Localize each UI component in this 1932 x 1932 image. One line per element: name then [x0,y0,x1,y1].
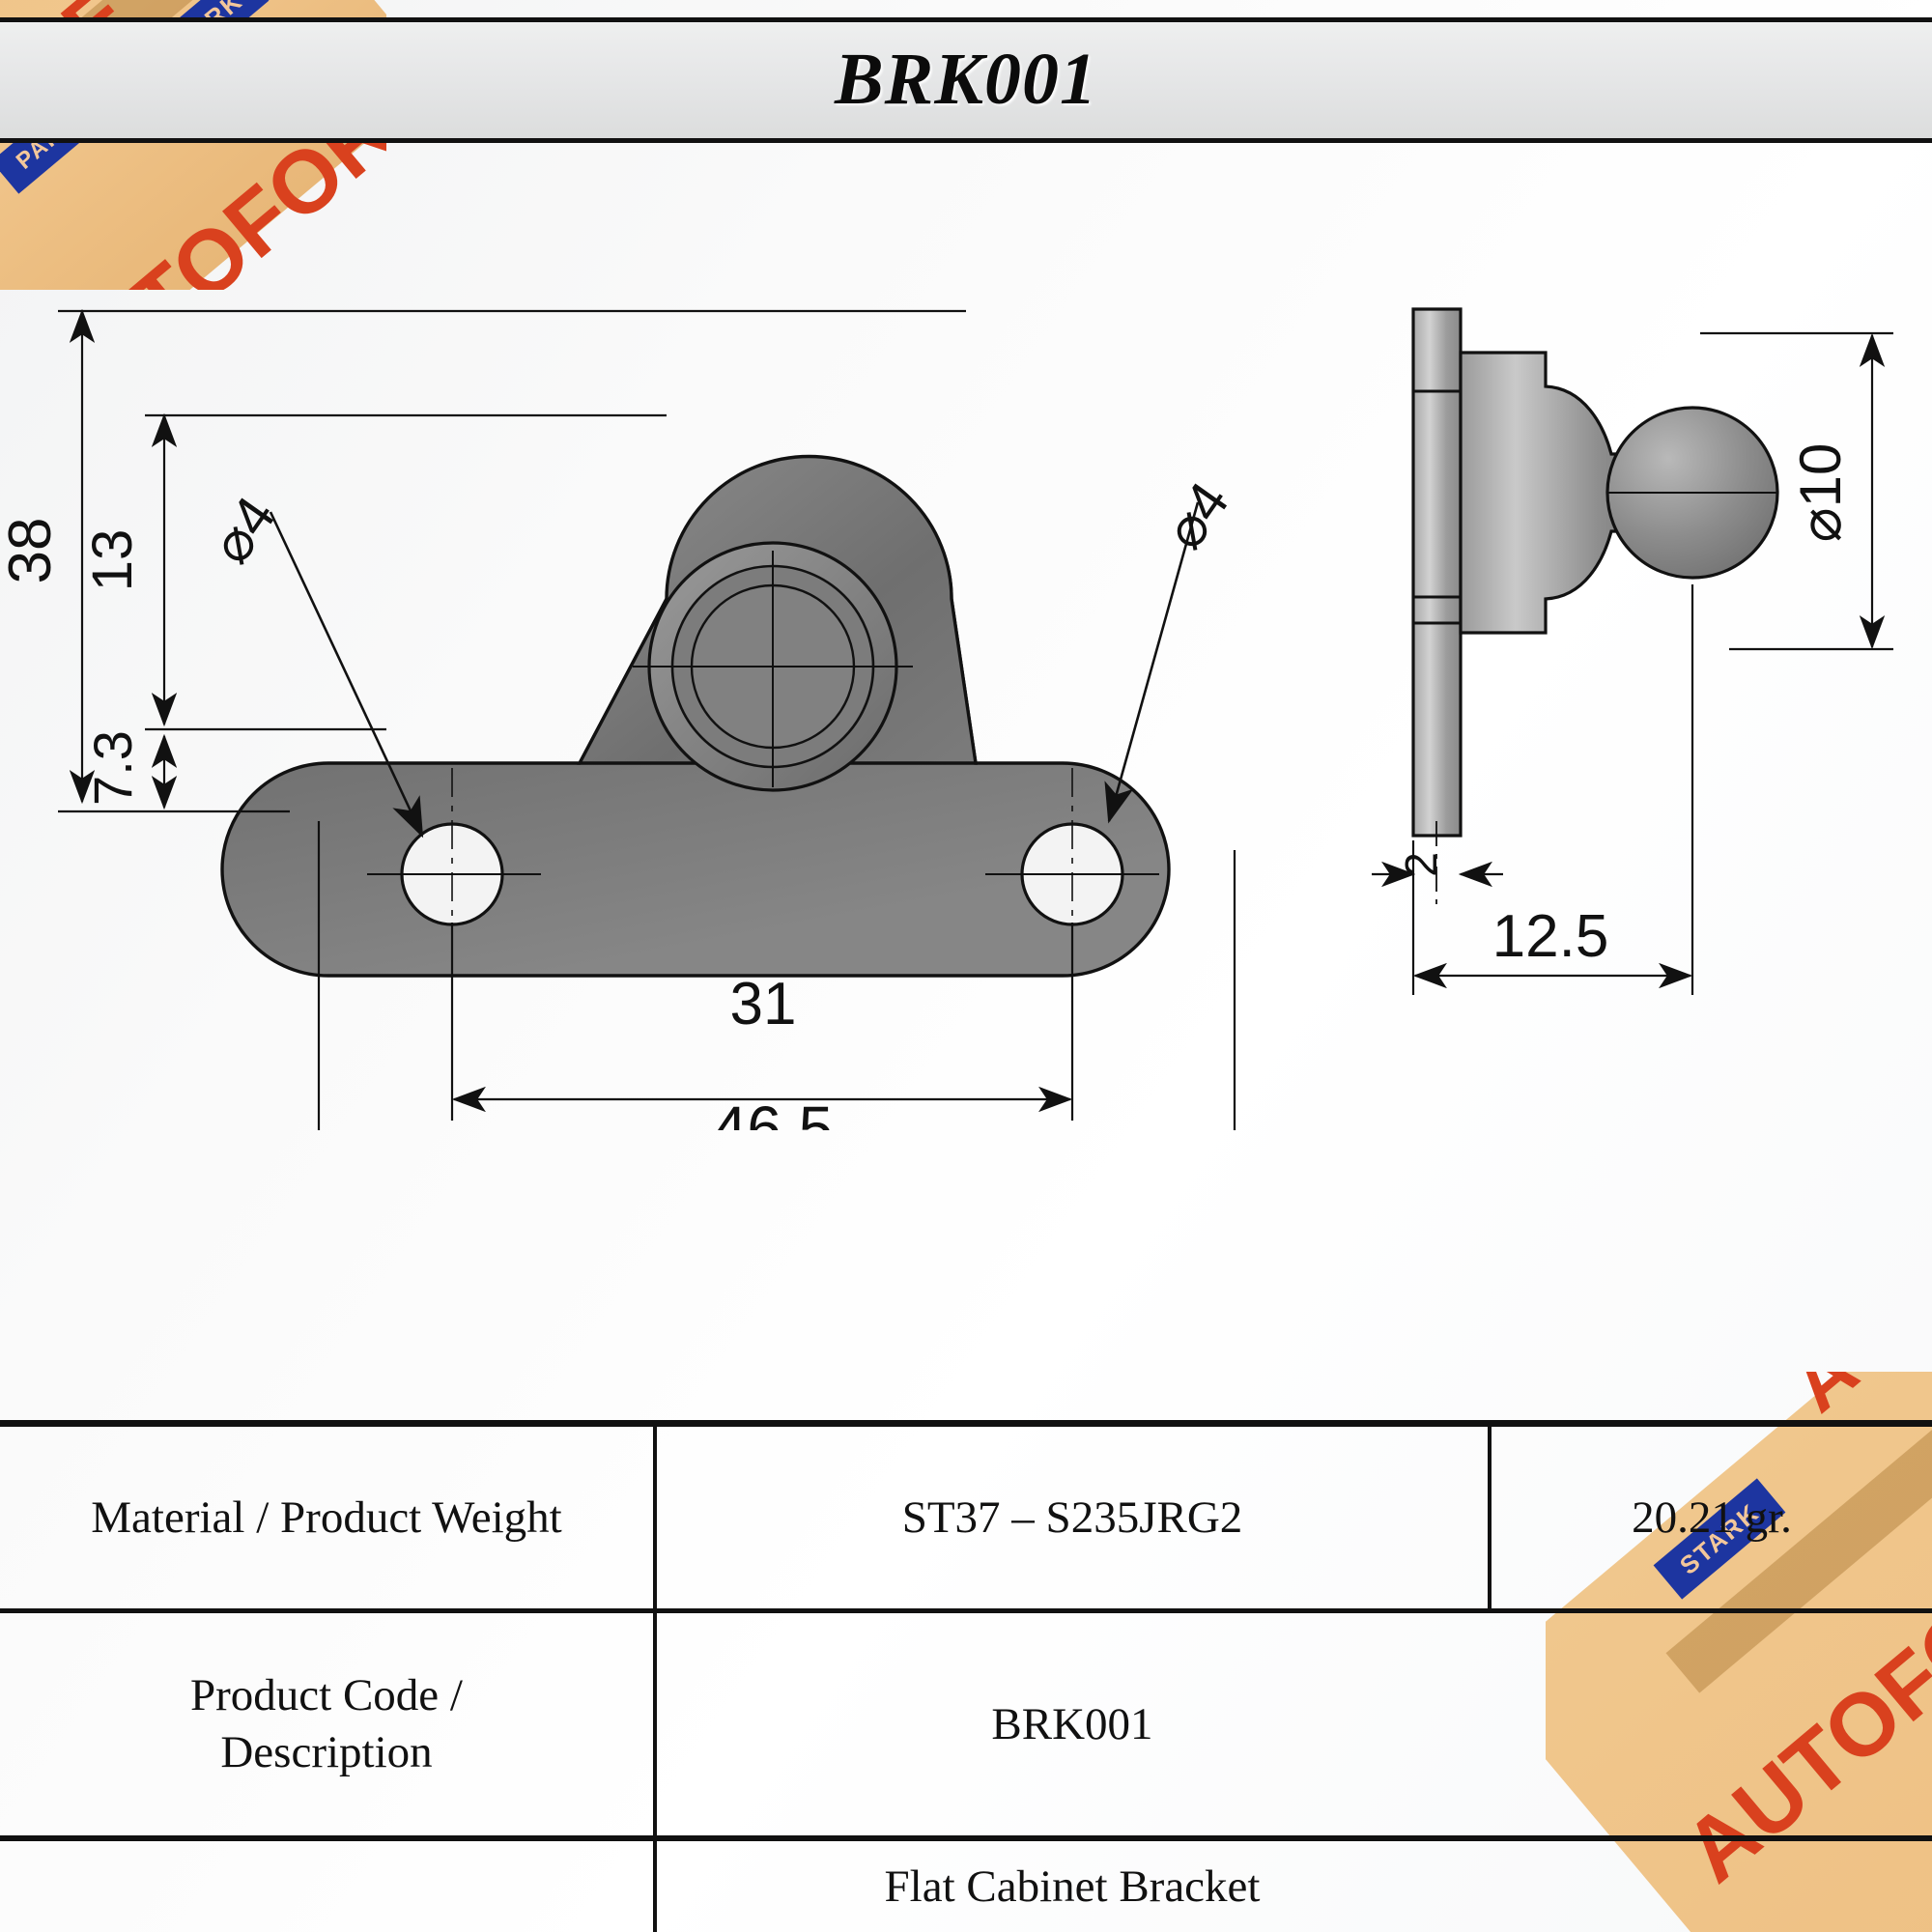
drawing-svg: 38 13 7.3 ⌀4 ⌀4 31 46.5 ⌀10 12.5 2 [0,307,1893,1208]
leader-left-hole [269,511,424,838]
side-view-dimensions [1372,331,1893,995]
table-cell-description-value: Flat Cabinet Bracket [884,1861,1261,1912]
table-line-top [0,1420,1932,1427]
dim-label-31: 31 [730,971,797,1037]
page-title: BRK001 [834,38,1098,120]
dim-label-38: 38 [0,518,64,584]
dim-label-13: 13 [81,529,144,592]
table-divider-1 [653,1420,657,1932]
hole-diameter-leaders [269,501,1200,838]
table-cell-code-value: BRK001 [991,1698,1153,1749]
table-divider-2 [1488,1420,1492,1608]
dim-label-ball-dia: ⌀10 [1788,443,1853,543]
dim-label-465: 46.5 [713,1094,834,1130]
side-view-group [1411,307,1779,838]
table-cell-code-label-line1: Product Code / [190,1670,463,1721]
title-rule-top [0,17,1932,22]
table-cell-code-label: Product Code / Description [0,1613,653,1835]
title-band [0,22,1932,138]
dim-label-thickness: 2 [1396,852,1446,877]
table-cell-weight-value: 20.21 gr. [1632,1492,1792,1543]
dim-label-hole-dia-left: ⌀4 [199,486,288,575]
dim-label-73: 7.3 [82,730,143,806]
front-view-group [220,454,1171,995]
table-cell-material-value: ST37 – S235JRG2 [901,1492,1243,1543]
dim-label-125: 12.5 [1492,903,1609,970]
table-line-row1 [0,1608,1932,1613]
title-rule-bottom [0,138,1932,143]
technical-drawing: 38 13 7.3 ⌀4 ⌀4 31 46.5 ⌀10 12.5 2 [0,145,1932,1208]
table-cell-material-label: Material / Product Weight [91,1492,562,1543]
table-line-row2 [0,1835,1932,1841]
table-cell-code-label-line2: Description [220,1727,433,1777]
side-flange [1411,307,1463,838]
leader-right-hole [1104,501,1200,824]
dim-label-hole-dia-right: ⌀4 [1152,471,1241,560]
